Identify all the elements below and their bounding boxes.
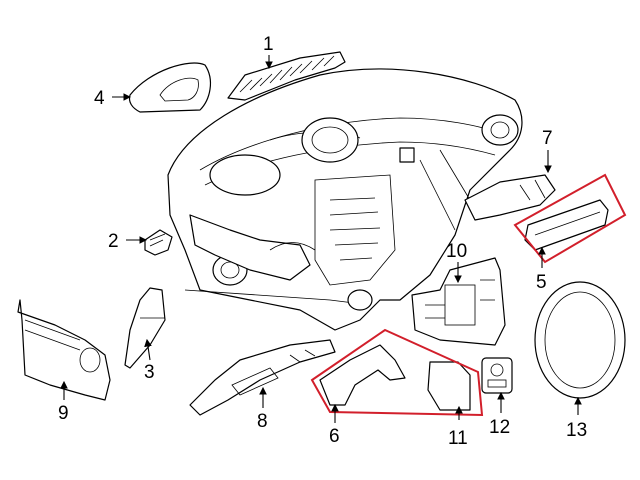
callout-7: 7	[542, 128, 553, 149]
highlight-box-part-5	[513, 173, 627, 264]
callout-2: 2	[108, 231, 119, 252]
part-8-lower-trim	[189, 339, 336, 416]
callout-8: 8	[257, 411, 268, 432]
part-6-knee-bolster	[319, 344, 406, 406]
part-4-cluster-hood	[128, 62, 212, 113]
callout-11: 11	[448, 428, 468, 449]
callout-12: 12	[489, 417, 510, 438]
callout-5: 5	[536, 272, 547, 293]
highlight-box-parts-6-11	[310, 328, 484, 417]
part-12-switch	[481, 357, 513, 394]
dashboard-assembly	[167, 68, 523, 331]
callout-labels: 1 2 3 4 5 6 7 8 9 10 11 12 13	[58, 34, 587, 449]
part-10-bracket	[411, 257, 506, 346]
callout-9: 9	[58, 403, 69, 424]
part-1-defrost-grille	[227, 51, 346, 101]
callout-4: 4	[94, 88, 105, 109]
part-11-cover	[427, 361, 471, 411]
part-3-side-trim	[124, 287, 166, 369]
part-5-trim-panel	[524, 199, 609, 251]
callout-3: 3	[144, 362, 155, 383]
callout-1: 1	[263, 34, 274, 55]
part-2-clip	[144, 229, 173, 256]
part-13-round-panel	[534, 281, 626, 399]
part-7-center-trim	[464, 174, 556, 221]
part-9-glove-box-door	[17, 299, 111, 401]
callout-10: 10	[446, 241, 467, 262]
leader-lines	[60, 55, 582, 423]
callout-13: 13	[566, 420, 587, 441]
callout-6: 6	[329, 426, 340, 447]
